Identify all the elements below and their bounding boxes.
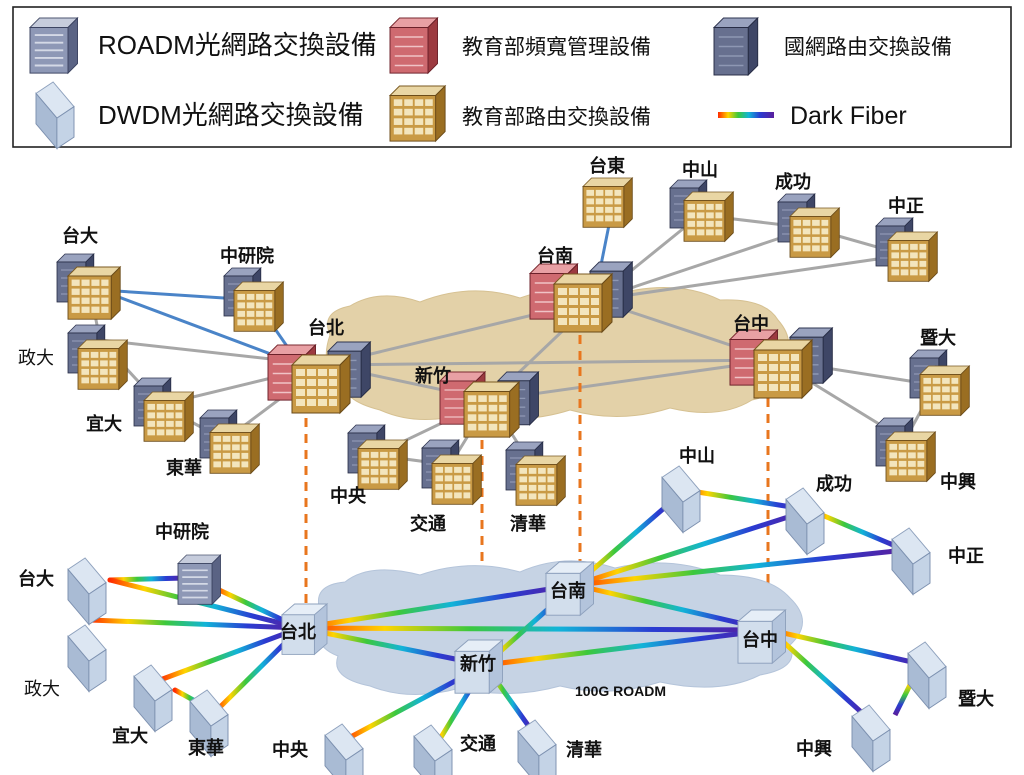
ilan-router[interactable] bbox=[143, 391, 194, 442]
lower-label-ncu: 中央 bbox=[272, 739, 309, 761]
legend-box bbox=[12, 6, 1012, 148]
jinan-router[interactable] bbox=[919, 365, 970, 416]
upper-label-tainan: 台南 bbox=[537, 245, 573, 267]
lower-label-taipei: 台北 bbox=[280, 621, 316, 643]
upper-label-ntu: 台大 bbox=[62, 225, 98, 247]
legend: ROADM光網路交換設備 教育部頻寬管理設備 國網路由交換設備 DWDM光網路交… bbox=[29, 17, 952, 149]
chenggong-router[interactable] bbox=[789, 207, 840, 258]
ntu-router[interactable] bbox=[67, 266, 121, 320]
upper-label-ncu: 中央 bbox=[330, 485, 367, 507]
upper-label-zhongshan: 中山 bbox=[682, 159, 718, 181]
nccu-dwdm[interactable] bbox=[67, 624, 107, 692]
upper-label-hsinchu: 新竹 bbox=[415, 365, 451, 387]
lower-label-taichung: 台中 bbox=[742, 629, 778, 651]
zhongshan-dwdm[interactable] bbox=[661, 465, 701, 533]
legend-roadm-label: ROADM光網路交換設備 bbox=[98, 30, 377, 60]
sinica-roadm[interactable] bbox=[177, 554, 222, 606]
lower-label-nthu: 清華 bbox=[566, 739, 602, 761]
legend-national-router-label: 國網路由交換設備 bbox=[784, 35, 952, 59]
zhongshan-router[interactable] bbox=[683, 191, 734, 242]
taitung-router[interactable] bbox=[582, 177, 633, 228]
lower-label-zhongshan: 中山 bbox=[679, 445, 715, 467]
lower-label-chenggong: 成功 bbox=[816, 473, 852, 495]
upper-label-taitung: 台東 bbox=[589, 155, 625, 177]
taipei-router[interactable] bbox=[291, 354, 351, 414]
nchu-dwdm[interactable] bbox=[851, 704, 891, 772]
lower-label-donghwa: 東華 bbox=[188, 737, 224, 759]
ilan-dwdm[interactable] bbox=[133, 664, 173, 732]
upper-label-nthu: 清華 bbox=[510, 513, 546, 535]
tainan-router[interactable] bbox=[553, 273, 613, 333]
lower-label-ntu: 台大 bbox=[18, 568, 54, 590]
dark-fiber-links bbox=[87, 487, 928, 763]
roadm-switch-icon bbox=[29, 17, 79, 75]
upper-label-zhongzheng: 中正 bbox=[888, 195, 924, 217]
upper-label-nctu: 交通 bbox=[410, 513, 446, 535]
upper-label-nccu: 政大 bbox=[18, 348, 54, 369]
donghwa-router[interactable] bbox=[209, 423, 260, 474]
legend-dark-fiber-label: Dark Fiber bbox=[790, 102, 907, 130]
hsinchu-router[interactable] bbox=[463, 381, 520, 438]
upper-label-taipei: 台北 bbox=[308, 317, 344, 339]
bandwidth-mgmt-icon bbox=[389, 17, 439, 74]
nthu-router[interactable] bbox=[515, 455, 566, 506]
zhongzheng-router[interactable] bbox=[887, 231, 938, 282]
legend-moe-router-label: 教育部路由交換設備 bbox=[462, 105, 651, 129]
nctu-router[interactable] bbox=[431, 454, 482, 505]
roadm-note-label: 100G ROADM bbox=[575, 683, 666, 699]
lower-label-jinan: 暨大 bbox=[958, 688, 994, 710]
nchu-router[interactable] bbox=[885, 431, 936, 482]
lower-label-nchu: 中興 bbox=[796, 738, 832, 760]
national-router-icon bbox=[713, 17, 759, 76]
legend-dwdm-label: DWDM光網路交換設備 bbox=[98, 100, 364, 130]
lower-label-ilan: 宜大 bbox=[112, 725, 148, 747]
legend-bandwidth-label: 教育部頻寬管理設備 bbox=[462, 35, 651, 59]
taichung-router[interactable] bbox=[753, 339, 813, 399]
moe-router-icon bbox=[389, 85, 446, 142]
chenggong-dwdm[interactable] bbox=[785, 487, 825, 555]
upper-label-chenggong: 成功 bbox=[775, 171, 811, 193]
lower-label-nctu: 交通 bbox=[460, 733, 496, 755]
lower-label-nccu: 政大 bbox=[24, 679, 60, 700]
upper-label-ilan: 宜大 bbox=[86, 413, 122, 435]
dark-fiber-swatch bbox=[718, 112, 774, 118]
ncu-router[interactable] bbox=[357, 439, 408, 490]
jinan-dwdm[interactable] bbox=[907, 641, 947, 709]
ntu-dwdm[interactable] bbox=[67, 557, 107, 625]
lower-label-hsinchu: 新竹 bbox=[460, 653, 496, 675]
upper-label-jinan: 暨大 bbox=[920, 327, 956, 349]
lower-label-sinica: 中研院 bbox=[155, 521, 209, 543]
upper-label-donghwa: 東華 bbox=[166, 457, 202, 479]
sinica-router[interactable] bbox=[233, 281, 284, 332]
upper-label-sinica: 中研院 bbox=[220, 245, 274, 267]
upper-label-nchu: 中興 bbox=[940, 471, 976, 493]
vertical-dashed-links bbox=[304, 335, 770, 640]
lower-label-zhongzheng: 中正 bbox=[948, 545, 984, 567]
lower-label-tainan: 台南 bbox=[550, 580, 586, 602]
nthu-dwdm[interactable] bbox=[517, 719, 557, 775]
nccu-router[interactable] bbox=[77, 339, 128, 390]
zhongzheng-dwdm[interactable] bbox=[891, 527, 931, 595]
upper-label-taichung: 台中 bbox=[733, 313, 769, 335]
